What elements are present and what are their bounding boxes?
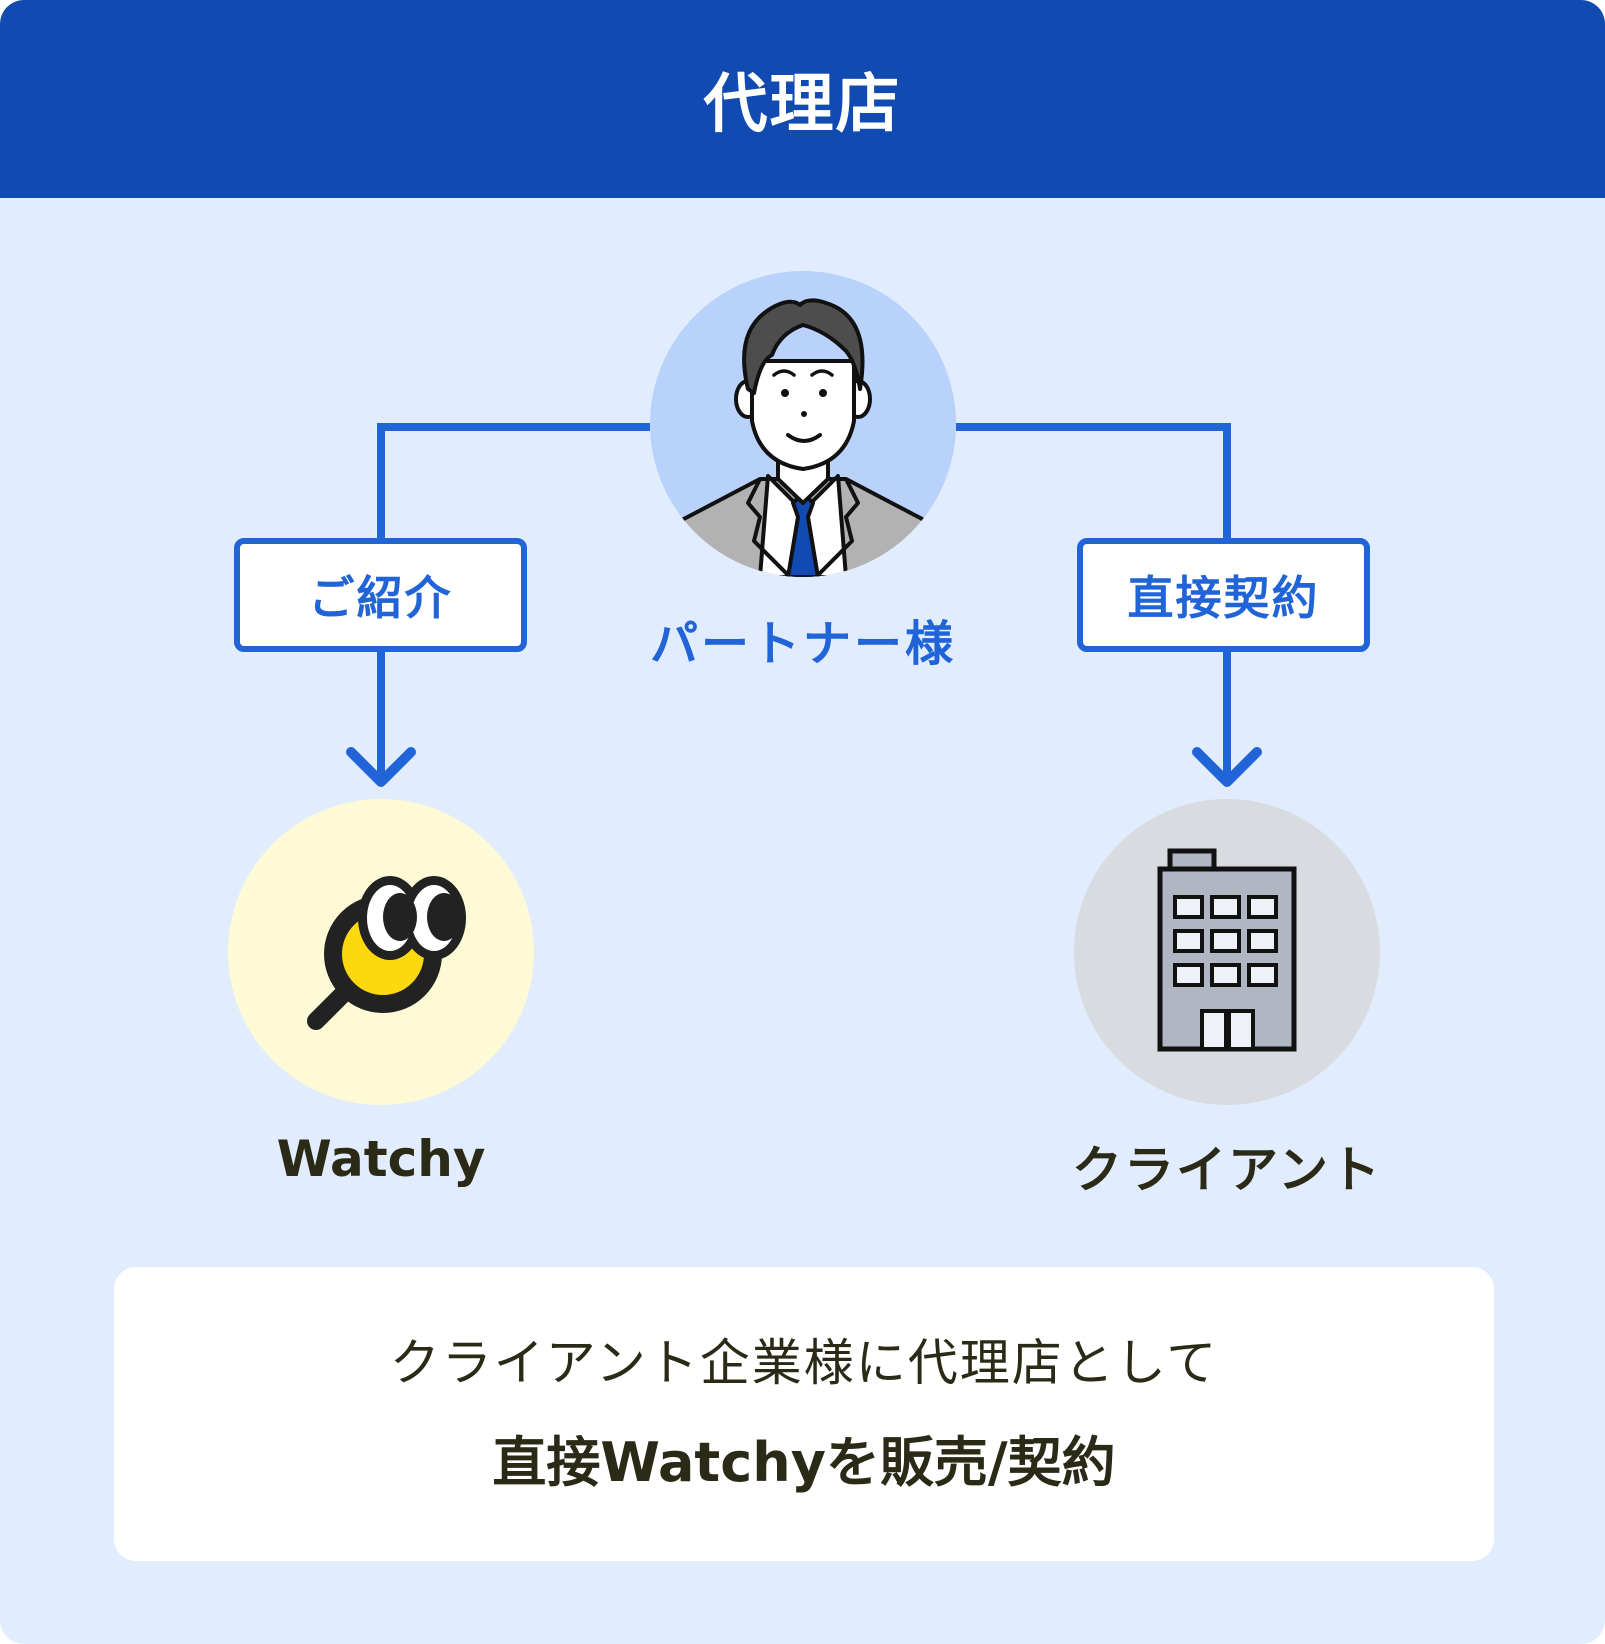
partner-label: パートナー様 (649, 616, 956, 672)
direct-contract-text: 直接契約 (1127, 571, 1320, 625)
header-banner: 代理店 (0, 0, 1605, 198)
connector-left (377, 423, 650, 540)
watchy-magnifier-mascot-icon (307, 876, 466, 1030)
arrow-down-icon (346, 747, 416, 787)
office-building-icon (1157, 848, 1297, 1052)
watchy-node (228, 799, 534, 1105)
arrow-down-icon (1192, 747, 1262, 787)
client-node (1074, 799, 1380, 1105)
client-label: クライアント (1072, 1141, 1382, 1199)
partner-avatar (650, 271, 956, 577)
watchy-label: Watchy (276, 1130, 486, 1188)
page-title: 代理店 (703, 68, 902, 142)
summary-emphasis: 直接Watchyを販売/契約 (492, 1431, 1116, 1494)
connector-right (956, 423, 1231, 540)
summary-card: クライアント企業様に代理店として 直接Watchyを販売/契約 (114, 1267, 1494, 1561)
businessman-avatar-icon (664, 298, 942, 577)
summary-description: クライアント企業様に代理店として (389, 1334, 1219, 1392)
flow-label-referral: ご紹介 (234, 538, 527, 652)
referral-text: ご紹介 (308, 571, 453, 625)
flow-label-direct-contract: 直接契約 (1077, 538, 1370, 652)
